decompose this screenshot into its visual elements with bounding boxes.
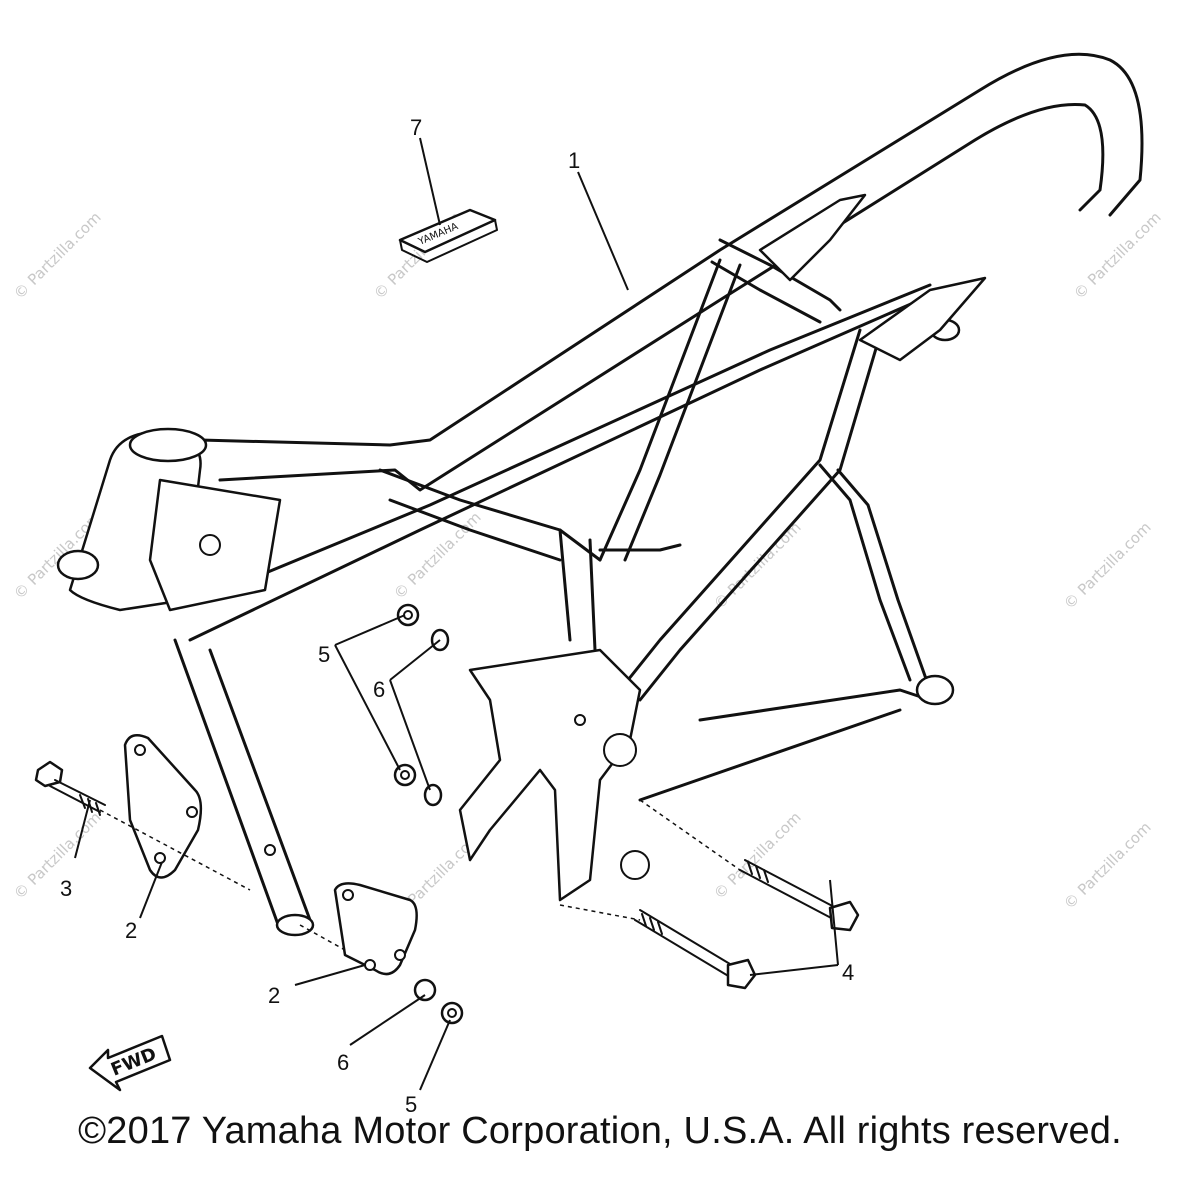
engine-mount-plate-lower	[333, 882, 418, 976]
watermark-1: © Partzilla.com	[10, 208, 105, 303]
callout-5-upper: 5	[318, 642, 330, 667]
watermark-3: © Partzilla.com	[1070, 208, 1165, 303]
bolt-3	[34, 760, 106, 816]
watermark-10: © Partzilla.com	[1060, 818, 1155, 913]
leader-lines	[74, 137, 839, 1091]
watermark-7: © Partzilla.com	[1060, 518, 1155, 613]
fwd-arrow: FWD	[88, 1034, 172, 1092]
callout-7: 7	[410, 115, 422, 140]
callout-6-lower: 6	[337, 1050, 349, 1075]
callout-5-lower: 5	[405, 1092, 417, 1117]
callout-3: 3	[60, 876, 72, 901]
callout-4: 4	[842, 960, 854, 985]
copyright-notice: ©2017 Yamaha Motor Corporation, U.S.A. A…	[78, 1110, 1122, 1152]
bolt-4-upper	[739, 859, 860, 932]
callout-2-upper: 2	[125, 918, 137, 943]
callout-1: 1	[568, 148, 580, 173]
bolt-4-lower	[634, 909, 757, 990]
callout-numbers: 1 7 5 6 3 2 2 6 5 4	[60, 115, 854, 1117]
callout-2-lower: 2	[268, 983, 280, 1008]
alignment-lines	[99, 799, 741, 951]
watermark-9: © Partzilla.com	[710, 808, 805, 903]
watermark-8: © Partzilla.com	[10, 808, 105, 903]
callout-6-upper: 6	[373, 677, 385, 702]
engine-mount-plate-upper	[123, 733, 203, 879]
motorcycle-frame	[56, 52, 1144, 937]
